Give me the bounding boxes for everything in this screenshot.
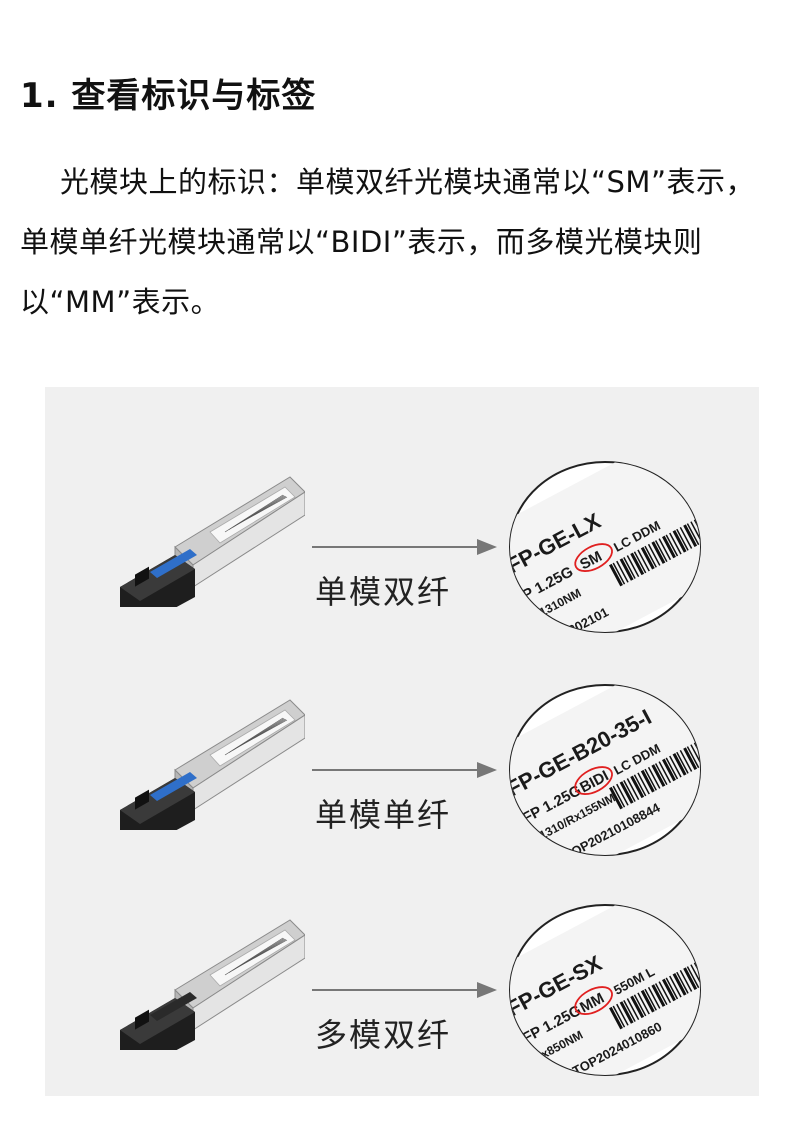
sfp-module-image <box>120 919 305 1050</box>
row-label: 多模双纤 <box>315 1016 452 1054</box>
arrow-right-icon <box>312 539 497 555</box>
section-heading: 1. 查看标识与标签 <box>20 76 317 116</box>
intro-paragraph: 光模块上的标识：单模双纤光模块通常以“SM”表示，单模单纤光模块通常以“BIDI… <box>20 165 755 319</box>
arrow-right-icon <box>312 762 497 778</box>
sfp-module-image <box>120 476 305 607</box>
sfp-module-image <box>120 699 305 830</box>
row-label: 单模双纤 <box>315 573 452 611</box>
arrow-right-icon <box>312 982 497 998</box>
row-label: 单模单纤 <box>315 796 452 834</box>
